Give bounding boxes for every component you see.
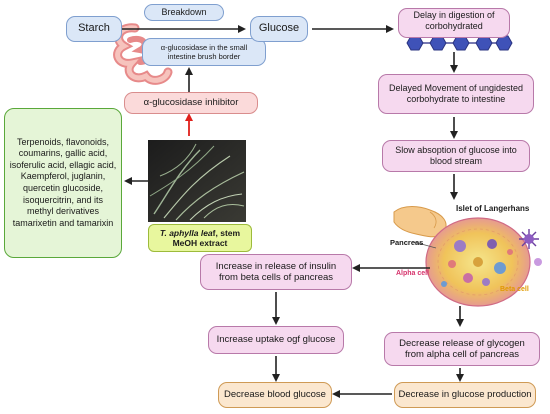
islet-cell-icon bbox=[413, 217, 542, 307]
beta-cell-label: Beta cell bbox=[500, 286, 529, 293]
starch-box: Starch bbox=[66, 16, 122, 42]
extract-rest: f, stem MeOH extract bbox=[172, 227, 241, 248]
blood-glucose-box: Decrease blood glucose bbox=[218, 382, 332, 408]
starch-label: Starch bbox=[78, 22, 110, 35]
slow-absorption-label: Slow absoption of glucose into blood str… bbox=[395, 145, 517, 166]
enzyme-label: α-glucosidase in the small intestine bru… bbox=[160, 43, 248, 61]
breakdown-box: Breakdown bbox=[144, 4, 224, 21]
plant-photo bbox=[148, 140, 246, 222]
extract-species: T. aphylla lea bbox=[159, 227, 213, 238]
insulin-box: Increase in release of insulin from beta… bbox=[200, 254, 352, 290]
pancreas-icon bbox=[393, 206, 447, 238]
blood-glucose-label: Decrease blood glucose bbox=[224, 389, 326, 401]
extract-label: T. aphylla leaf, stem MeOH extract bbox=[152, 228, 248, 248]
slow-absorption-box: Slow absoption of glucose into blood str… bbox=[382, 140, 530, 172]
inhibitor-label: α-glucosidase inhibitor bbox=[143, 97, 239, 109]
insulin-label: Increase in release of insulin from beta… bbox=[215, 260, 337, 283]
connector-arrows bbox=[104, 25, 464, 398]
delay-digestion-label: Delay in digestion of corbohydrated bbox=[413, 10, 495, 31]
delayed-movement-label: Delayed Movement of ungidested corbohydr… bbox=[388, 83, 524, 104]
production-label: Decrease in glucose production bbox=[398, 389, 532, 401]
delay-digestion-box: Delay in digestion of corbohydrated bbox=[398, 8, 510, 38]
alpha-cell-label: Alpha cell bbox=[396, 270, 430, 277]
extract-box: T. aphylla leaf, stem MeOH extract bbox=[148, 224, 252, 252]
compounds-box: Terpenoids, flavonoids, coumarins, galli… bbox=[4, 108, 122, 258]
islet-label: Islet of Langerhans bbox=[456, 204, 530, 213]
uptake-box: Increase uptake ogf glucose bbox=[208, 326, 344, 354]
breakdown-label: Breakdown bbox=[161, 7, 207, 18]
glucose-label: Glucose bbox=[258, 22, 300, 35]
compounds-label: Terpenoids, flavonoids, coumarins, galli… bbox=[9, 136, 117, 228]
delayed-movement-box: Delayed Movement of ungidested corbohydr… bbox=[378, 74, 534, 114]
inhibitor-box: α-glucosidase inhibitor bbox=[124, 92, 258, 114]
pancreas-label: Pancreas bbox=[390, 238, 424, 247]
carbohydrate-chain-icon bbox=[406, 35, 513, 51]
glycogen-label: Decrease release of glycogen from alpha … bbox=[399, 337, 525, 360]
production-box: Decrease in glucose production bbox=[394, 382, 536, 408]
glycogen-box: Decrease release of glycogen from alpha … bbox=[384, 332, 540, 366]
glucose-box: Glucose bbox=[250, 16, 308, 42]
uptake-label: Increase uptake ogf glucose bbox=[216, 334, 336, 346]
enzyme-box: α-glucosidase in the small intestine bru… bbox=[142, 38, 266, 66]
